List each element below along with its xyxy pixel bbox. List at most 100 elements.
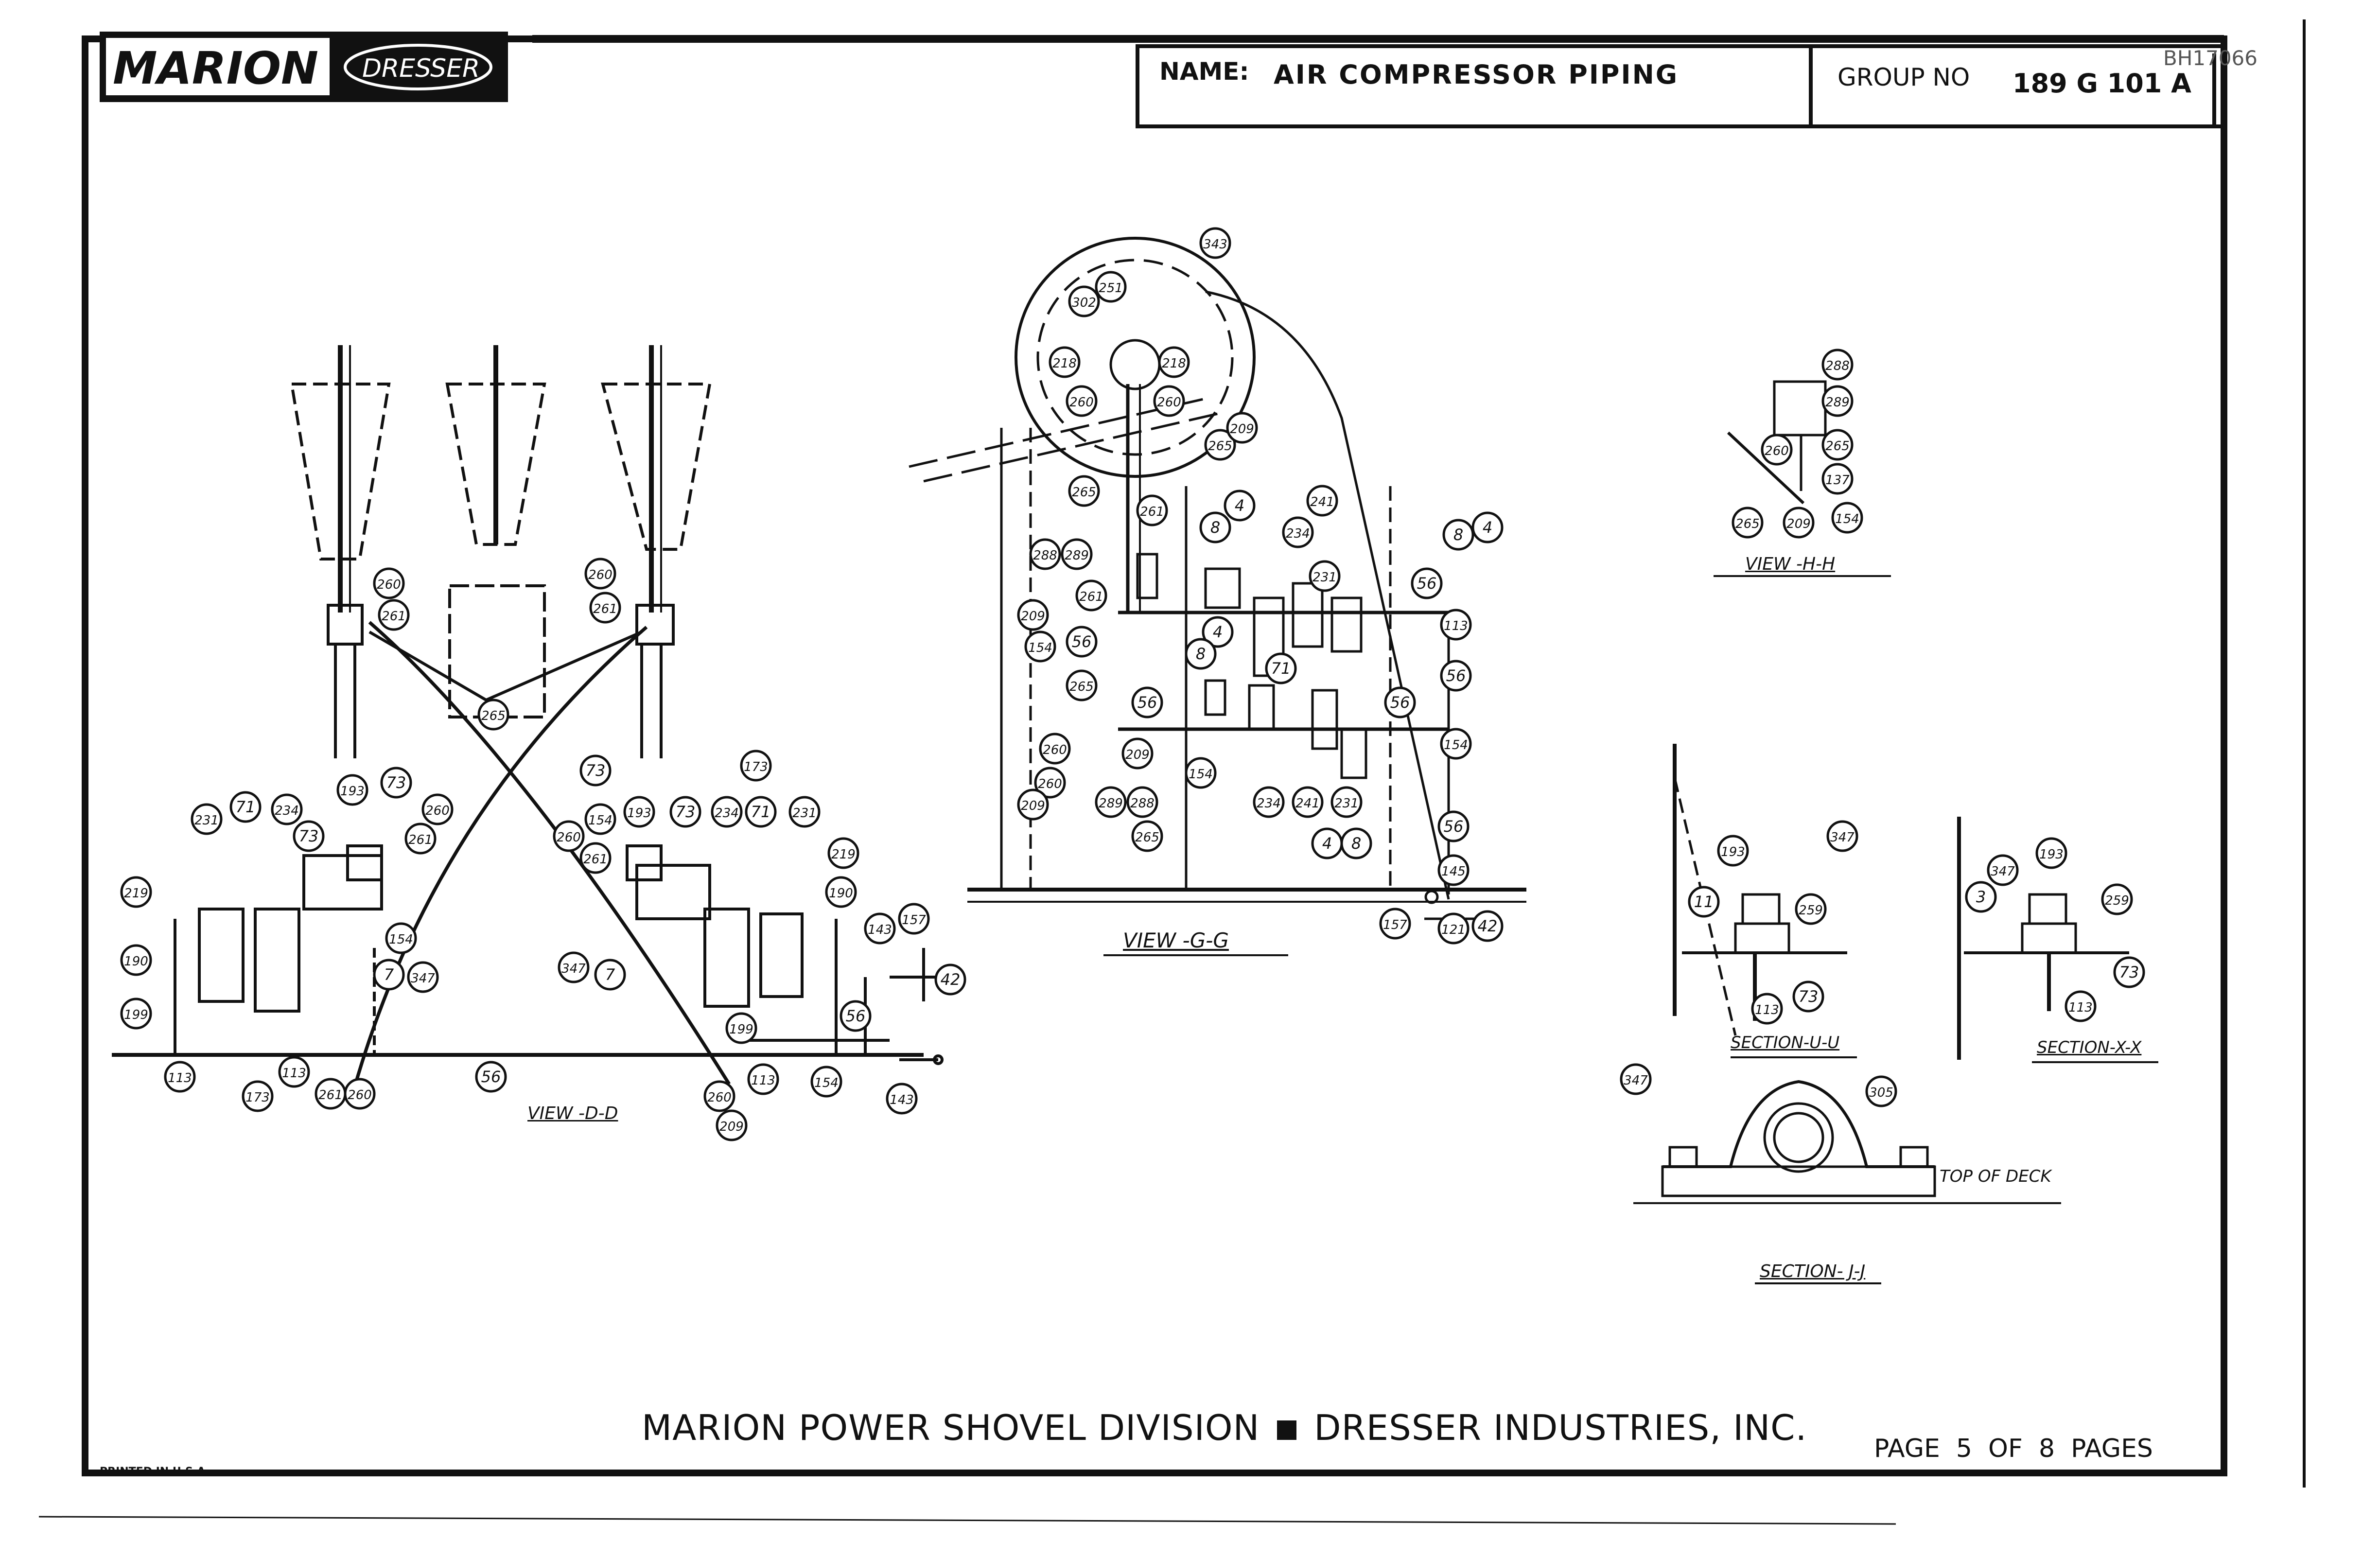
callout-bubble: 265 (1821, 429, 1854, 461)
callout-circle (1034, 767, 1066, 799)
callout-bubble: 260 (703, 1080, 735, 1112)
callout-circle (373, 567, 405, 599)
callout-circle (589, 592, 621, 624)
callout-bubble: 209 (1017, 599, 1049, 631)
callout-circle (1131, 820, 1163, 852)
callout-circle (558, 951, 590, 983)
callout-bubble: 265 (1732, 507, 1764, 539)
view-gg-title: VIEW -G-G (1123, 928, 1229, 952)
callout-circle (2035, 837, 2067, 869)
callout-number: 260 (1069, 395, 1094, 410)
callout-number: 289 (1099, 796, 1123, 811)
callout-bubble: 260 (1761, 434, 1793, 466)
callout-circle (827, 837, 859, 869)
callout-circle (1126, 786, 1158, 818)
callout-circle (229, 791, 262, 823)
callout-number: 260 (425, 804, 450, 818)
callout-bubble: 199 (725, 1012, 757, 1044)
callout-number: 199 (124, 1008, 148, 1022)
callout-circle (740, 750, 772, 782)
callout-bubble: 261 (589, 592, 621, 624)
callout-circle (1761, 434, 1793, 466)
callout-bubble: 231 (788, 796, 821, 828)
callout-number: 154 (389, 932, 413, 947)
callout-number: 154 (1444, 738, 1468, 753)
callout-circle (1068, 475, 1100, 507)
callout-bubble: 209 (1121, 737, 1154, 770)
callout-bubble: 288 (1821, 349, 1854, 381)
callout-bubble: 71 (1265, 652, 1297, 684)
callout-circle (1066, 669, 1098, 701)
callout-bubble: 289 (1061, 538, 1093, 570)
callout-circle (1061, 538, 1093, 570)
callout-bubble: 3 (1965, 881, 1997, 913)
callout-circle (1158, 346, 1190, 378)
callout-circle (886, 1083, 918, 1115)
callout-number: 113 (1444, 619, 1468, 633)
callout-circle (1792, 981, 1824, 1013)
callout-circle (293, 820, 325, 852)
callout-circle (1821, 429, 1854, 461)
callout-number: 73 (586, 761, 606, 780)
callout-circle (1379, 908, 1411, 940)
callout-circle (1440, 728, 1472, 760)
callout-circle (1440, 609, 1472, 641)
callout-circle (1717, 835, 1749, 867)
callout-bubble: 113 (747, 1063, 779, 1095)
callout-bubble: 231 (1330, 786, 1363, 818)
callout-bubble: 154 (1024, 630, 1056, 663)
callout-circle (725, 1012, 757, 1044)
callout-circle (1732, 507, 1764, 539)
callout-bubble: 347 (558, 951, 590, 983)
callout-number: 4 (1213, 623, 1223, 641)
view-hh-title: VIEW -H-H (1745, 554, 1836, 574)
callout-circle (1199, 227, 1231, 259)
view-dd-drawing (112, 345, 953, 1104)
callout-number: 265 (1072, 485, 1096, 500)
callout-bubble: 7 (594, 959, 626, 991)
callout-bubble: 347 (1620, 1063, 1652, 1095)
callout-bubble: 199 (120, 998, 152, 1030)
callout-bubble: 241 (1306, 485, 1338, 517)
callout-number: 260 (1765, 444, 1789, 458)
callout-circle (1199, 511, 1231, 543)
callout-circle (2065, 990, 2097, 1022)
section-xx-drawing (1957, 817, 2158, 1063)
callout-circle (1039, 733, 1071, 765)
callout-circle (1821, 463, 1854, 495)
callout-circle (278, 1056, 310, 1088)
callout-number: 137 (1825, 473, 1850, 488)
callout-circle (934, 963, 966, 996)
callout-bubble: 260 (1039, 733, 1071, 765)
callout-bubble: 302 (1068, 285, 1100, 317)
callout-bubble: 56 (1411, 567, 1443, 599)
callout-circle (1795, 893, 1827, 925)
callout-bubble: 288 (1126, 786, 1158, 818)
callout-circle (1411, 567, 1443, 599)
callout-number: 234 (1257, 796, 1281, 811)
callout-circle (1826, 820, 1858, 852)
callout-number: 3 (1976, 888, 1986, 906)
callout-bubble: 260 (373, 567, 405, 599)
callout-circle (825, 876, 857, 908)
callout-number: 261 (583, 852, 608, 867)
callout-bubble: 56 (475, 1061, 507, 1093)
callout-circle (1821, 385, 1854, 417)
callout-circle (1226, 412, 1258, 444)
callout-circle (1224, 490, 1256, 522)
callout-number: 190 (124, 954, 148, 969)
callout-bubble: 73 (669, 796, 701, 828)
callout-bubble: 4 (1311, 827, 1343, 859)
callout-circle (584, 803, 616, 835)
callout-circle (1437, 854, 1470, 886)
callout-circle (1066, 385, 1098, 417)
callout-bubble: 56 (1437, 810, 1470, 842)
callout-bubble: 113 (164, 1061, 196, 1093)
callout-bubble: 56 (1384, 686, 1416, 718)
callout-bubble: 73 (579, 754, 612, 787)
callout-bubble: 289 (1095, 786, 1127, 818)
section-jj-title: SECTION- J-J (1760, 1261, 1866, 1281)
callout-bubble: 209 (1783, 507, 1815, 539)
callout-number: 154 (814, 1076, 839, 1090)
